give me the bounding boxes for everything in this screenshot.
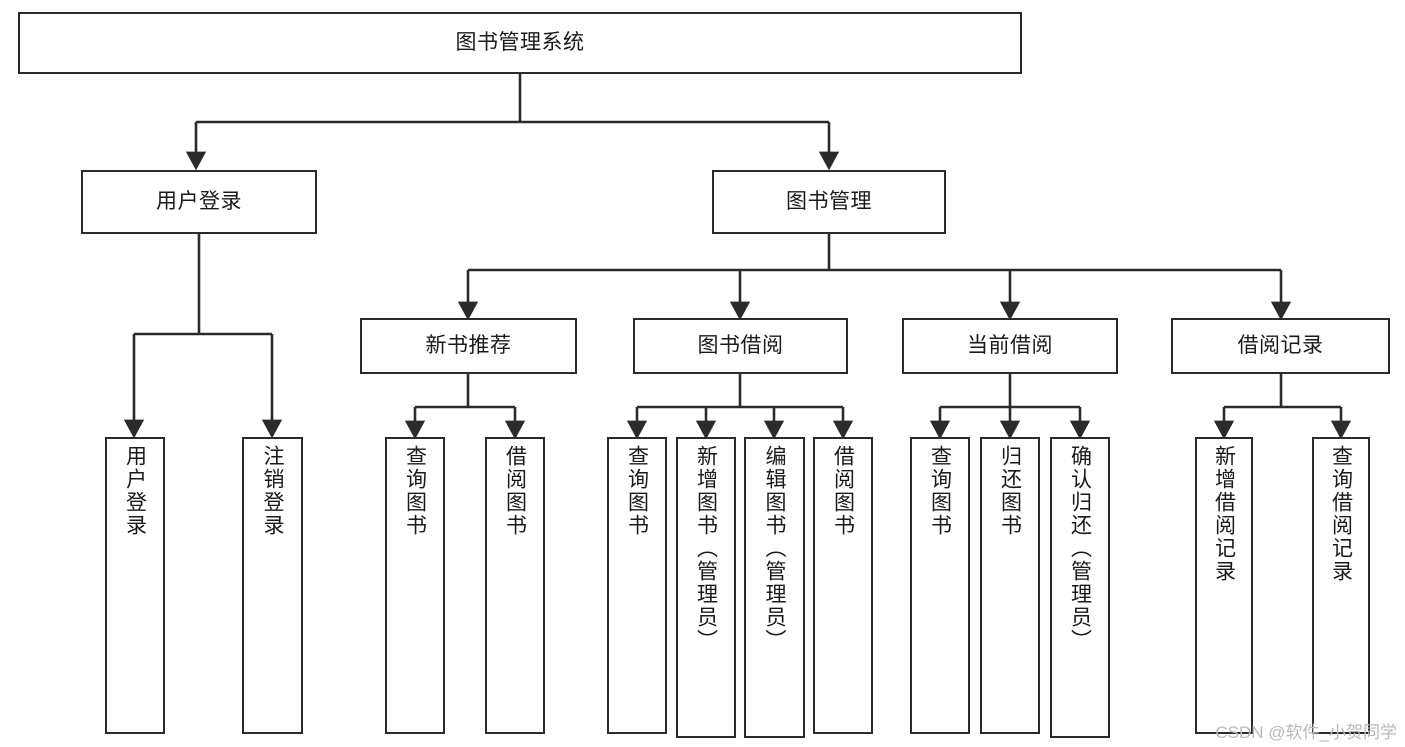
- node-borrow-record[interactable]: 借阅记录: [1171, 318, 1390, 374]
- node-root[interactable]: 图书管理系统: [18, 12, 1022, 74]
- node-book-manage-label: 图书管理: [786, 189, 872, 213]
- node-leaf-confirm-return-label: 确认归还（管理员）: [1068, 445, 1092, 652]
- node-leaf-borrow-book-b[interactable]: 借阅图书: [813, 437, 873, 734]
- node-book-borrow-label: 图书借阅: [697, 333, 784, 357]
- node-borrow-record-label: 借阅记录: [1237, 333, 1324, 357]
- node-current-borrow[interactable]: 当前借阅: [902, 318, 1118, 374]
- node-leaf-logout[interactable]: 注销登录: [242, 437, 303, 734]
- node-leaf-add-book-label: 新增图书（管理员）: [694, 445, 718, 652]
- node-leaf-query-book-b-label: 查询图书: [625, 445, 649, 537]
- node-current-borrow-label: 当前借阅: [967, 333, 1053, 357]
- node-leaf-query-book-a[interactable]: 查询图书: [385, 437, 445, 734]
- node-book-borrow[interactable]: 图书借阅: [633, 318, 848, 374]
- node-leaf-add-record-label: 新增借阅记录: [1212, 445, 1236, 583]
- node-leaf-borrow-book-b-label: 借阅图书: [831, 445, 855, 537]
- node-leaf-confirm-return[interactable]: 确认归还（管理员）: [1050, 437, 1110, 738]
- node-new-book-rec[interactable]: 新书推荐: [360, 318, 577, 374]
- node-leaf-borrow-book-a[interactable]: 借阅图书: [485, 437, 545, 734]
- node-user-login[interactable]: 用户登录: [81, 170, 317, 234]
- node-leaf-edit-book-label: 编辑图书（管理员）: [763, 445, 786, 652]
- node-leaf-return-book[interactable]: 归还图书: [980, 437, 1040, 734]
- node-leaf-user-login-label: 用户登录: [123, 445, 147, 537]
- node-leaf-add-book[interactable]: 新增图书（管理员）: [676, 437, 736, 738]
- node-book-manage[interactable]: 图书管理: [712, 170, 946, 234]
- node-user-login-label: 用户登录: [156, 189, 242, 213]
- node-new-book-rec-label: 新书推荐: [425, 333, 512, 357]
- node-leaf-query-book-b[interactable]: 查询图书: [607, 437, 667, 734]
- node-leaf-borrow-book-a-label: 借阅图书: [503, 445, 527, 537]
- node-root-label: 图书管理系统: [455, 30, 585, 54]
- node-leaf-edit-book[interactable]: 编辑图书（管理员）: [744, 437, 805, 738]
- node-leaf-logout-label: 注销登录: [261, 445, 284, 537]
- node-leaf-query-book-c[interactable]: 查询图书: [910, 437, 970, 734]
- node-leaf-query-record[interactable]: 查询借阅记录: [1312, 437, 1370, 734]
- node-leaf-return-book-label: 归还图书: [998, 445, 1022, 537]
- node-leaf-query-book-a-label: 查询图书: [403, 445, 427, 537]
- node-leaf-add-record[interactable]: 新增借阅记录: [1195, 437, 1253, 734]
- node-leaf-query-record-label: 查询借阅记录: [1329, 445, 1353, 583]
- node-leaf-user-login[interactable]: 用户登录: [105, 437, 165, 734]
- node-leaf-query-book-c-label: 查询图书: [928, 445, 952, 537]
